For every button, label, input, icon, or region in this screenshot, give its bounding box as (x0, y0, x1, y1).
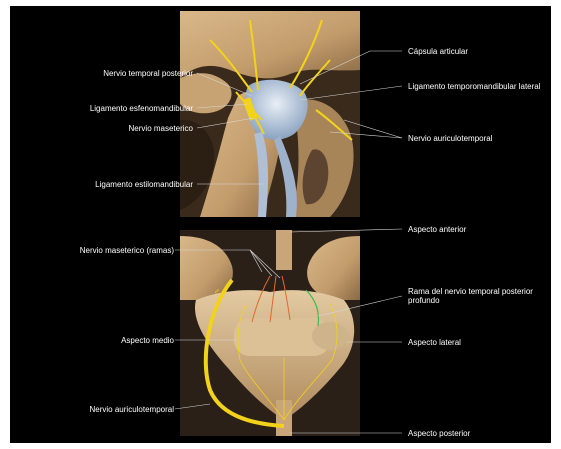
lateral-pole (312, 322, 348, 350)
label-aspecto-anterior: Aspecto anterior (408, 225, 466, 234)
anterior-column (276, 230, 292, 270)
bottom-illustration: ••• (180, 230, 360, 436)
label-nervio-maseterico: Nervio maseterico (129, 124, 193, 133)
label-ligamento-estilomandibular: Ligamento estilomandibular (95, 180, 193, 189)
label-nervio-auriculotemporal-top: Nervio auriculotemporal (408, 134, 492, 143)
label-nervio-temporal-posterior: Nervio temporal posterior (103, 69, 193, 78)
label-capsula-articular: Cápsula articular (408, 47, 468, 56)
label-aspecto-medio: Aspecto medio (121, 336, 174, 345)
label-nervio-auriculotemporal-bottom: Nervio auriculotemporal (90, 405, 174, 414)
label-aspecto-lateral: Aspecto lateral (408, 338, 461, 347)
label-ligamento-temporomandibular-lateral: Ligamento temporomandibular lateral (408, 82, 541, 91)
label-nervio-maseterico-ramas: Nervio maseterico (ramas) (80, 246, 174, 255)
top-illustration (180, 11, 360, 217)
label-ligamento-esfenomandibular: Ligamento esfenomandibular (90, 104, 193, 113)
label-rama-temporal-posterior-profundo: Rama del nervio temporal posterior profu… (408, 287, 558, 305)
label-aspecto-posterior: Aspecto posterior (408, 429, 470, 438)
